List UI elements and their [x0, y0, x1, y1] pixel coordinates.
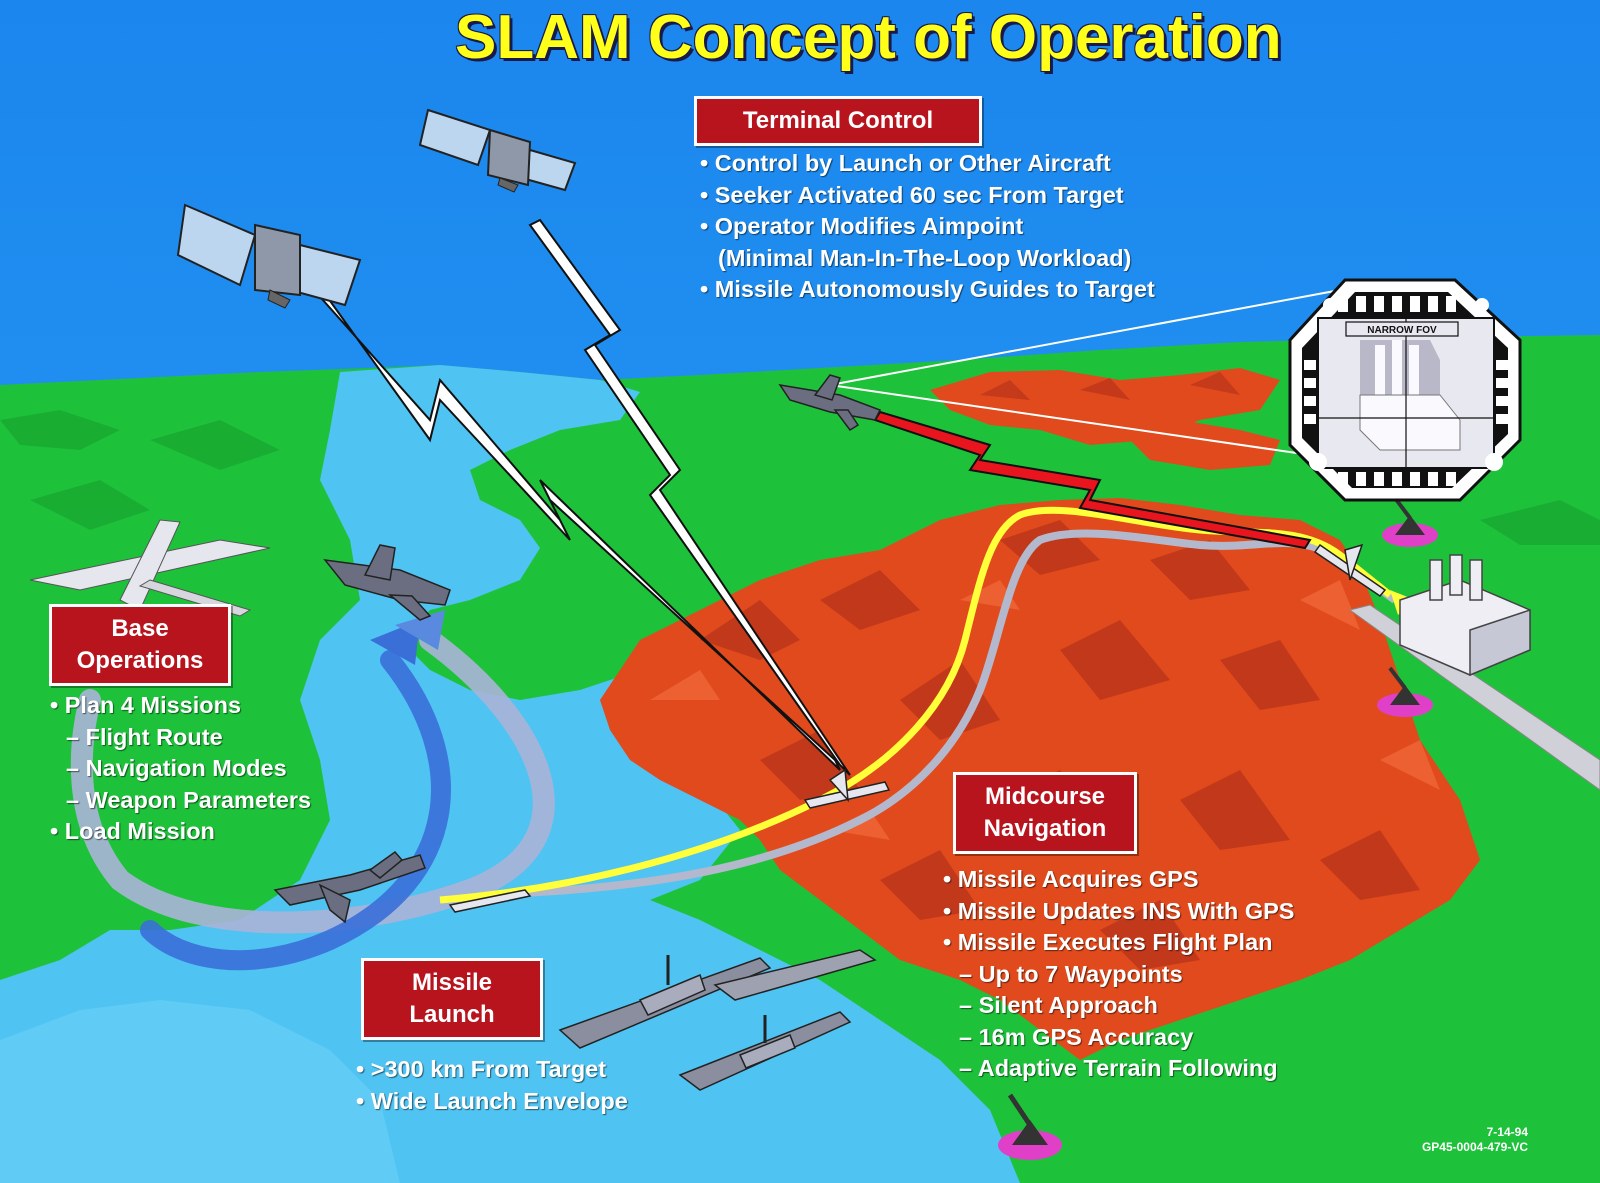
sam-site-3: [998, 1093, 1062, 1160]
missile-midcourse: [803, 768, 891, 809]
base-operations-heading-line1: Base: [111, 615, 169, 642]
midcourse-heading-line1: Midcourse: [984, 783, 1106, 810]
stamp-date: 7-14-94: [1486, 1125, 1528, 1139]
midcourse-bullet: – Silent Approach: [959, 992, 1158, 1018]
missile-launch-heading-line2: Launch: [409, 1001, 495, 1028]
launch-bullet: • >300 km From Target: [356, 1056, 607, 1082]
midcourse-bullet: • Missile Acquires GPS: [943, 866, 1199, 892]
midcourse-navigation-heading: Midcourse Navigation: [953, 772, 1137, 854]
flight-path-gray: [479, 529, 1398, 899]
distant-ridges: [980, 372, 1240, 400]
launch-bullet: • Wide Launch Envelope: [356, 1087, 628, 1114]
aircraft-base-departing: [323, 544, 451, 621]
missile-launch-heading-line1: Missile: [411, 969, 493, 996]
terminal-control-heading: Terminal Control: [694, 96, 982, 146]
terminal-bullet: • Control by Launch or Other Aircraft: [700, 150, 1111, 176]
diagram-title: SLAM Concept of Operation: [455, 3, 1282, 72]
terrain-distant: [930, 368, 1280, 445]
stamp-code: GP45-0004-479-VC: [1421, 1140, 1528, 1154]
target-road: [1348, 604, 1600, 791]
launch-loop-blue: [140, 650, 451, 971]
missile-launch-list: • >300 km From Target • Wide Launch Enve…: [356, 1054, 628, 1117]
base-bullet: – Weapon Parameters: [66, 786, 312, 813]
terrain-highlights: [650, 580, 1440, 840]
gps-datalink-2: [528, 218, 851, 776]
terminal-datalink: [873, 410, 1312, 550]
aircraft-launch: [273, 850, 426, 924]
missile-terminal: [1313, 543, 1387, 598]
ship-carrier: [713, 949, 877, 1001]
water-shallows: [0, 1000, 400, 1183]
base-bullet: – Flight Route: [66, 723, 223, 750]
midcourse-navigation-list: • Missile Acquires GPS • Missile Updates…: [943, 864, 1294, 1085]
gps-datalink-1: [302, 279, 841, 771]
terrain-ridges: [700, 520, 1420, 970]
midcourse-heading-line2: Navigation: [983, 815, 1107, 842]
midcourse-bullet: – Up to 7 Waypoints: [959, 960, 1183, 987]
midcourse-bullet: – 16m GPS Accuracy: [959, 1023, 1194, 1050]
terminal-bullet: • Operator Modifies Aimpoint: [700, 213, 1024, 239]
terminal-bullet: • Missile Autonomously Guides to Target: [700, 276, 1155, 302]
ship-1: [558, 955, 772, 1049]
base-bullet: • Load Mission: [50, 818, 215, 844]
terminal-bullet: (Minimal Man-In-The-Loop Workload): [718, 244, 1132, 271]
airbase-runway: [29, 519, 271, 617]
midcourse-bullet: • Missile Updates INS With GPS: [943, 897, 1295, 924]
sam-site-2: [1377, 666, 1433, 717]
midcourse-bullet: • Missile Executes Flight Plan: [943, 929, 1273, 955]
base-bullet: • Plan 4 Missions: [50, 692, 242, 718]
seeker-display: NARROW FOV: [1288, 278, 1522, 502]
missile-launch-heading: Missile Launch: [361, 958, 543, 1040]
base-operations-list: • Plan 4 Missions – Flight Route – Navig…: [50, 690, 311, 848]
ship-2: [678, 1011, 852, 1091]
satellite-2: [418, 108, 577, 193]
seeker-view-lines: [829, 289, 1341, 456]
missile-launch: [448, 889, 532, 913]
document-stamp: 7-14-94 GP45-0004-479-VC: [1422, 1125, 1528, 1155]
terminal-control-list: • Control by Launch or Other Aircraft • …: [700, 148, 1155, 306]
base-bullet: – Navigation Modes: [66, 755, 287, 781]
midcourse-bullet: – Adaptive Terrain Following: [959, 1055, 1278, 1081]
satellite-1: [176, 203, 362, 309]
base-operations-heading-line2: Operations: [76, 647, 204, 674]
base-operations-heading: Base Operations: [49, 604, 231, 686]
seeker-fov-label: NARROW FOV: [1367, 325, 1437, 336]
target-facility: [1399, 554, 1531, 677]
aircraft-control: [778, 374, 882, 432]
terminal-bullet: • Seeker Activated 60 sec From Target: [700, 181, 1124, 208]
terminal-control-heading-text: Terminal Control: [742, 107, 934, 134]
launch-arrow-head-2: [395, 610, 445, 650]
